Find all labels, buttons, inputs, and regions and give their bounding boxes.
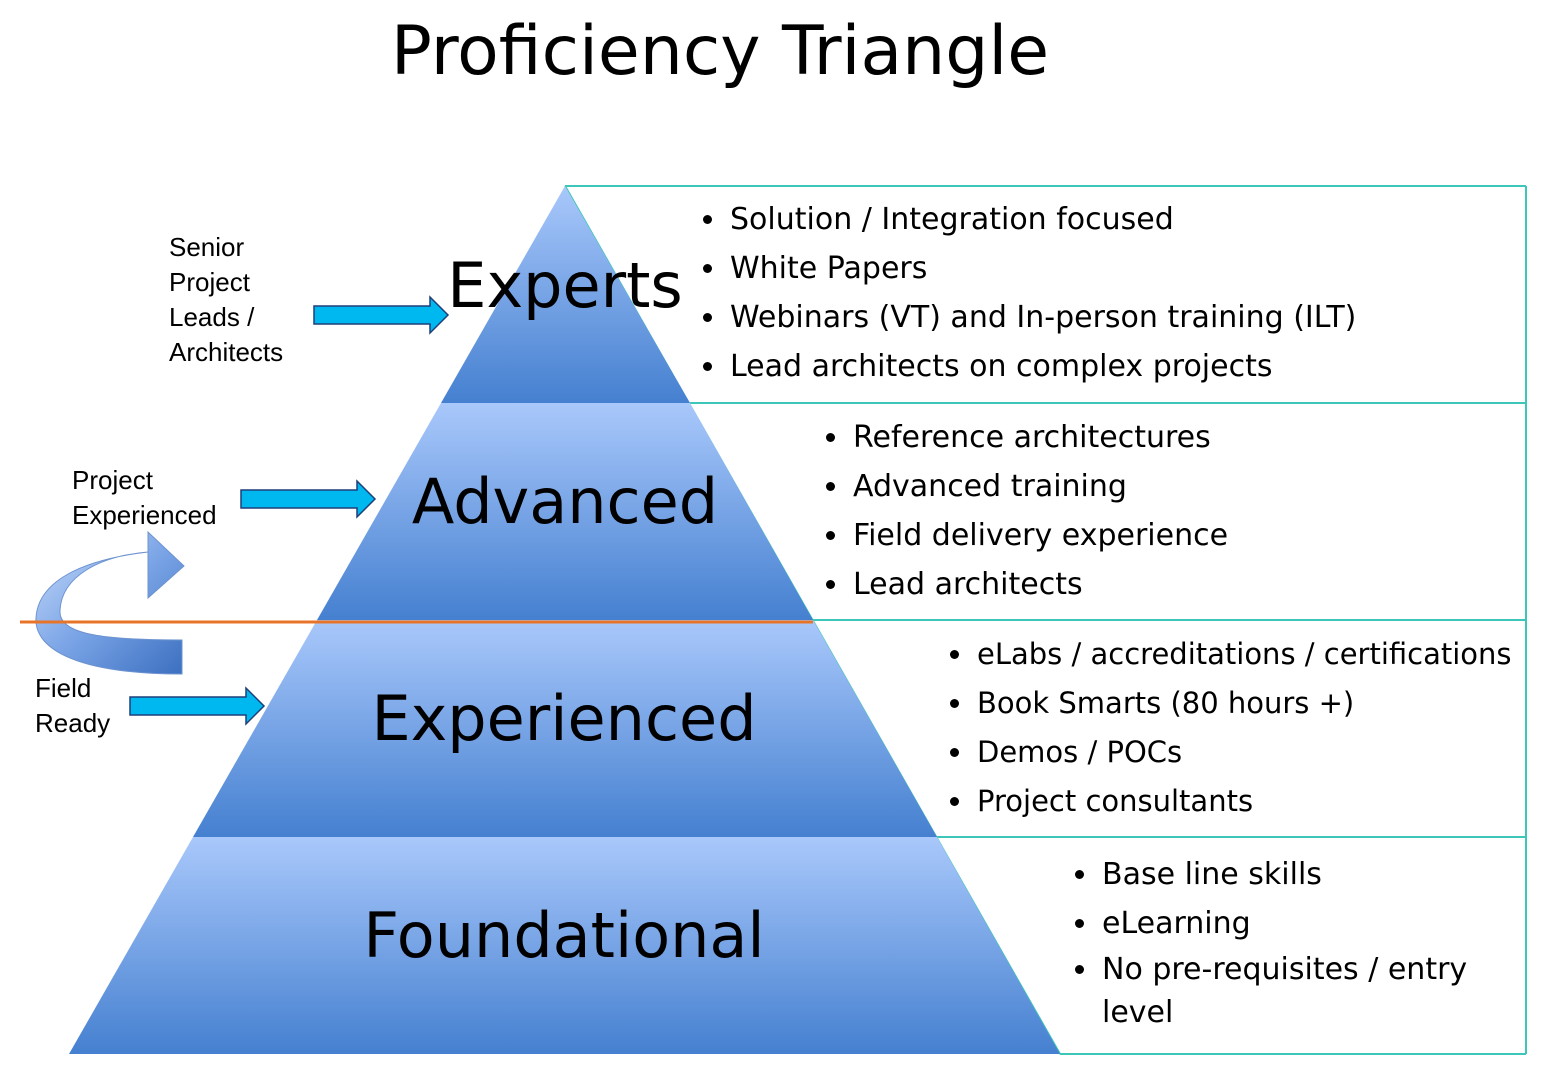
- list-item: Advanced training: [851, 462, 1541, 511]
- senior-project-leads-label: Senior Project Leads / Architects: [169, 232, 284, 367]
- page-title: Proficiency Triangle: [390, 12, 1050, 91]
- tier-label-foundational: Foundational: [363, 899, 765, 972]
- list-item: Field delivery experience: [851, 511, 1541, 560]
- list-item: Project consultants: [975, 777, 1548, 826]
- tier-label-experienced: Experienced: [371, 682, 757, 755]
- tier-experienced-shape: [193, 620, 937, 837]
- project-arrow-icon: [240, 479, 377, 519]
- tier-foundational-shape: [69, 837, 1060, 1054]
- pyramid: [69, 186, 1060, 1054]
- experienced-bullet-list: eLabs / accreditations / certifications …: [947, 630, 1548, 826]
- list-item: Base line skills: [1100, 850, 1520, 899]
- field-ready-label: Field Ready: [35, 673, 111, 738]
- list-item: Solution / Integration focused: [728, 195, 1528, 244]
- advanced-bullet-list: Reference architectures Advanced trainin…: [823, 413, 1541, 609]
- tier-label-advanced: Advanced: [411, 465, 719, 538]
- list-item: White Papers: [728, 244, 1528, 293]
- tier-advanced-shape: [317, 403, 813, 620]
- list-item: No pre-requisites / entry level: [1100, 948, 1520, 1034]
- experts-bullet-list: Solution / Integration focused White Pap…: [700, 195, 1528, 391]
- list-item: Lead architects on complex projects: [728, 342, 1528, 391]
- field-arrow-icon: [129, 686, 266, 726]
- curved-advance-arrow-icon: [35, 530, 185, 675]
- list-item: Lead architects: [851, 560, 1541, 609]
- foundational-bullet-list: Base line skills eLearning No pre-requis…: [1072, 850, 1520, 1034]
- tier-experts-shape: [441, 186, 690, 403]
- tier-label-experts: Experts: [447, 249, 683, 322]
- list-item: Demos / POCs: [975, 728, 1548, 777]
- list-item: eLabs / accreditations / certifications: [975, 630, 1548, 679]
- list-item: Reference architectures: [851, 413, 1541, 462]
- list-item: Webinars (VT) and In-person training (IL…: [728, 293, 1528, 342]
- list-item: Book Smarts (80 hours +): [975, 679, 1548, 728]
- project-experienced-label: Project Experienced: [72, 465, 217, 530]
- senior-arrow-icon: [313, 295, 450, 335]
- list-item: eLearning: [1100, 899, 1520, 948]
